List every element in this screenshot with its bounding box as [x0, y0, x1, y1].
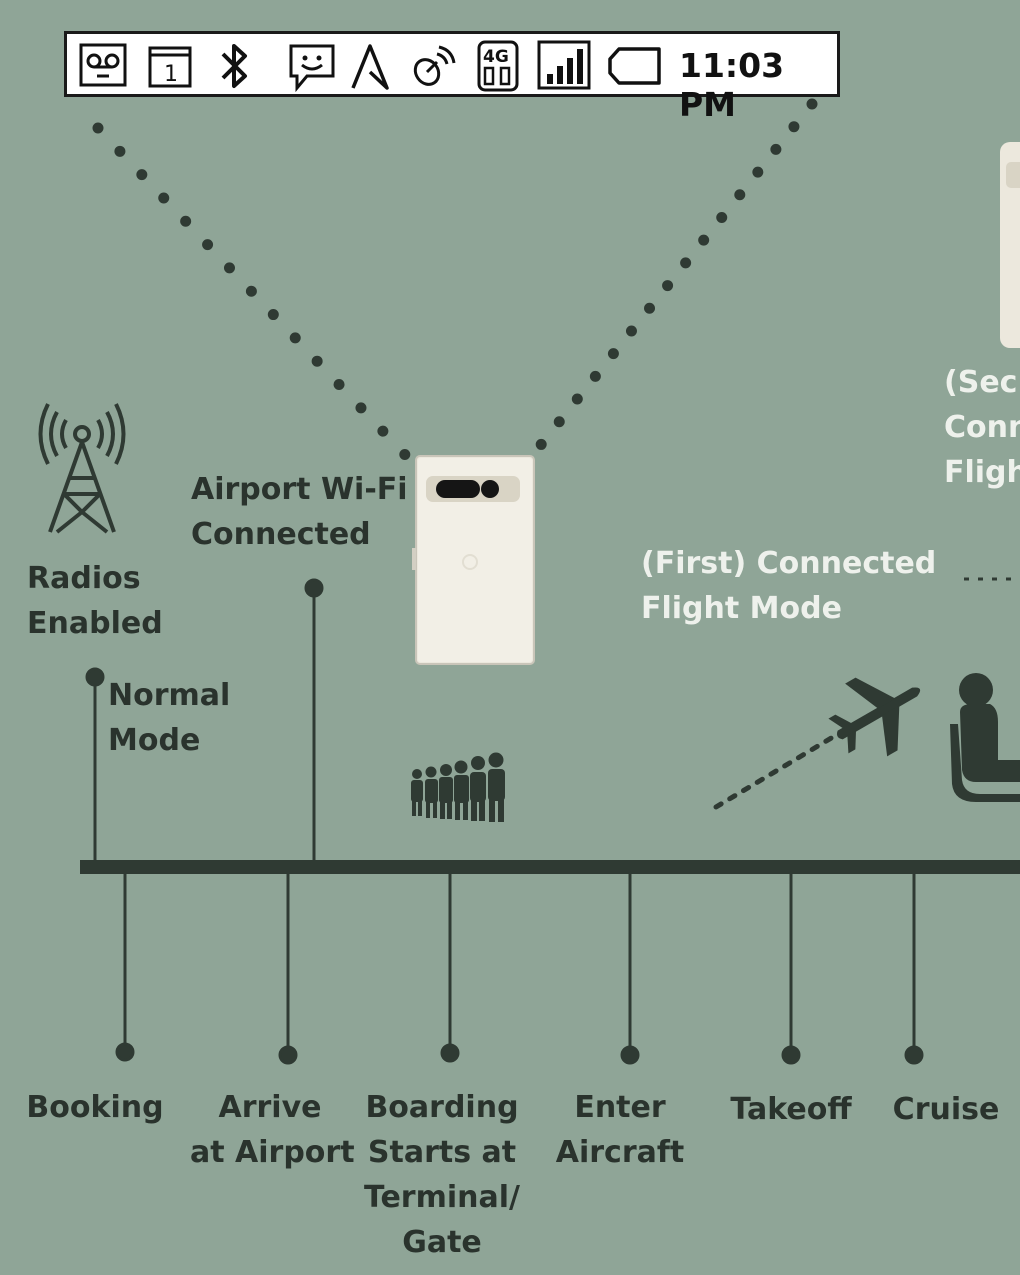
- node-arrive: [278, 1045, 298, 1065]
- signal-beam-right: [526, 98, 818, 462]
- radios-enabled-label: Radios Enabled: [27, 561, 163, 641]
- node-booking: [115, 1042, 135, 1062]
- milestone-label-booking: Booking: [26, 1090, 164, 1125]
- milestone-stems: [115, 874, 924, 1065]
- seated-passenger-icon: [950, 673, 1020, 802]
- milestone-label-cruise: Cruise: [892, 1092, 1000, 1127]
- airplane-icon: [828, 677, 921, 757]
- second-phone-icon: [1000, 142, 1020, 348]
- node-takeoff: [781, 1045, 801, 1065]
- milestone-label-enter: Enter Aircraft: [555, 1090, 685, 1170]
- signal-beam-left: [92, 122, 416, 466]
- node-normal-mode: [85, 667, 105, 687]
- phone-icon: [412, 455, 535, 665]
- navigation-icon: [351, 44, 389, 90]
- network-4g-icon: 4G: [477, 40, 519, 92]
- queue-people-icon: [411, 752, 505, 822]
- calendar-day: 1: [164, 62, 178, 87]
- satellite-icon: [413, 45, 456, 86]
- node-cruise: [904, 1045, 924, 1065]
- voicemail-icon: [79, 43, 127, 87]
- wifi-connected-label: Airport Wi-Fi Connected: [191, 472, 408, 552]
- signal-icon: [537, 40, 591, 90]
- takeoff-trail: [713, 731, 841, 810]
- node-enter: [620, 1045, 640, 1065]
- milestone-label-arrive: Arrive at Airport: [190, 1090, 355, 1170]
- normal-mode-label: Normal Mode: [108, 678, 231, 758]
- milestone-label-boarding: Boarding Starts at Terminal/ Gate: [363, 1090, 520, 1260]
- battery-icon: [608, 47, 661, 85]
- timeline-axis: [80, 860, 1020, 874]
- status-bar: 1 4G: [64, 31, 840, 124]
- calendar-icon: 1: [148, 46, 192, 88]
- second-flight-mode-label: (Sec Conn Fligh: [944, 365, 1020, 490]
- message-icon: [289, 44, 335, 93]
- node-wifi: [304, 578, 324, 598]
- network-label: 4G: [483, 47, 509, 67]
- status-time: 11:03 PM: [679, 46, 785, 124]
- bluetooth-icon: [221, 44, 247, 88]
- milestone-label-takeoff: Takeoff: [730, 1092, 852, 1127]
- first-flight-mode-label: (First) Connected Flight Mode: [641, 546, 937, 626]
- node-boarding: [440, 1043, 460, 1063]
- radio-tower-icon: [38, 403, 126, 534]
